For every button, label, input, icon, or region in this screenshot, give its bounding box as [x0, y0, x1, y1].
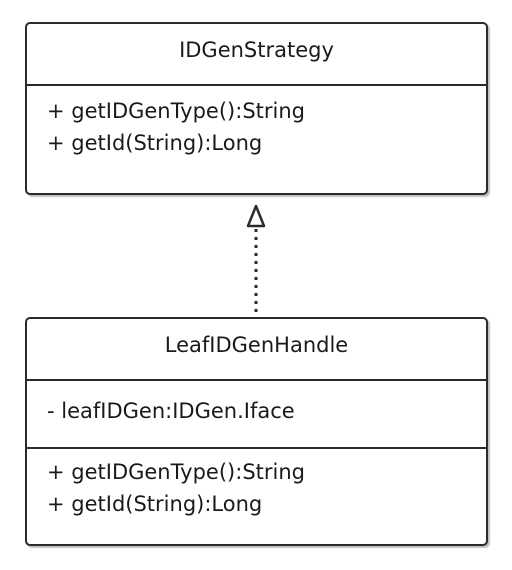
operations-compartment: + getIDGenType():String + getId(String):…	[27, 447, 486, 520]
attribute: - leafIDGen:IDGen.Iface	[47, 399, 295, 423]
operations-compartment: + getIDGenType():String + getId(String):…	[27, 84, 486, 159]
attributes-compartment: - leafIDGen:IDGen.Iface	[27, 379, 486, 447]
hollow-triangle-arrowhead	[246, 204, 266, 228]
operation: + getIDGenType():String	[47, 99, 305, 123]
operation: + getId(String):Long	[47, 492, 263, 516]
leafidgenhandle-class: LeafIDGenHandle - leafIDGen:IDGen.Iface …	[25, 317, 488, 546]
operation: + getIDGenType():String	[47, 460, 305, 484]
operation: + getId(String):Long	[47, 131, 263, 155]
class-name: LeafIDGenHandle	[164, 333, 349, 357]
class-name: IDGenStrategy	[179, 38, 334, 62]
idgenstrategy-class: IDGenStrategy + getIDGenType():String + …	[25, 22, 488, 195]
